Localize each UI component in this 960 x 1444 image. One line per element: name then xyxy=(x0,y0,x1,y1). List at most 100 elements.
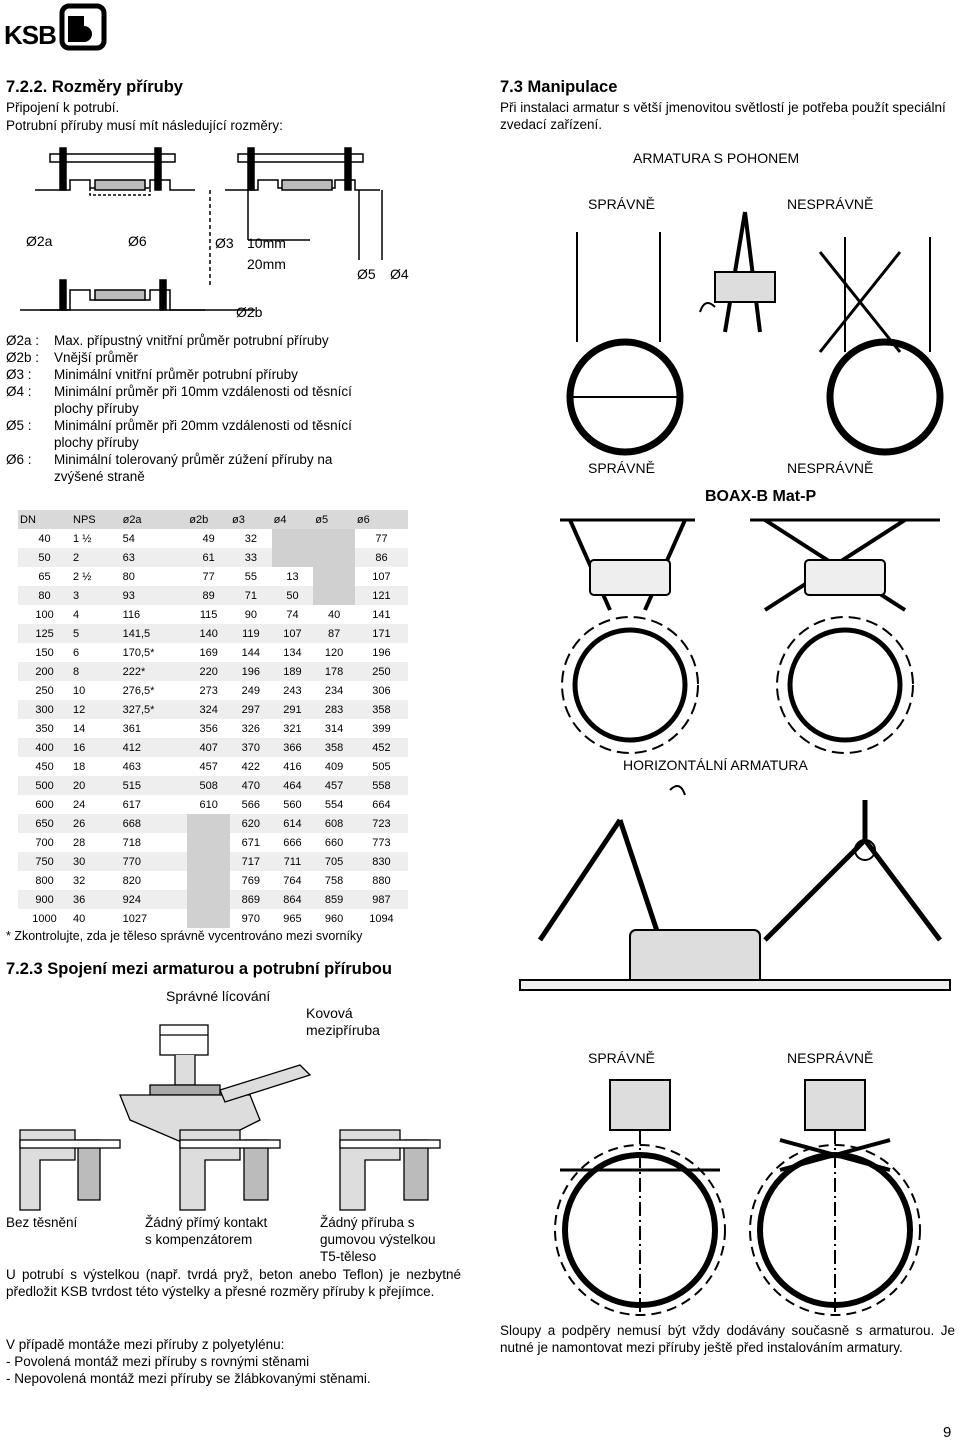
table-cell: 54 xyxy=(122,532,135,545)
table-footnote: * Zkontrolujte, zda je těleso správně vy… xyxy=(6,929,363,943)
label-d2b: Ø2b xyxy=(236,304,263,320)
table-cell: 773 xyxy=(372,836,391,849)
table-cell: 650 xyxy=(35,817,54,830)
table-cell: 717 xyxy=(241,855,261,868)
table-cell: 169 xyxy=(199,646,218,659)
table-cell: 566 xyxy=(241,798,261,811)
table-cell: 141 xyxy=(372,608,391,621)
table-cell: 300 xyxy=(35,703,54,716)
table-cell: 900 xyxy=(35,893,54,906)
label-20mm: 20mm xyxy=(247,256,286,272)
product-label: BOAX-B Mat-P xyxy=(705,488,817,505)
table-cell: 711 xyxy=(283,855,302,868)
page-number: 9 xyxy=(943,1424,952,1441)
definition-item: Ø3 :Minimální vnitřní průměr potrubní př… xyxy=(6,367,298,382)
table-cell: 671 xyxy=(241,836,261,849)
table-cell: 457 xyxy=(324,779,344,792)
table-cell: 366 xyxy=(283,741,302,754)
table-cell: 416 xyxy=(283,760,302,773)
handling-intro: Při instalaci armatur s větší jmenovitou… xyxy=(500,100,946,132)
table-cell: 965 xyxy=(283,912,302,925)
table-cell xyxy=(313,529,355,548)
table-cell: 700 xyxy=(35,836,54,849)
table-cell: 830 xyxy=(372,855,391,868)
table-cell: 107 xyxy=(372,570,391,583)
table-cell: 77 xyxy=(375,532,388,545)
table-cell: 705 xyxy=(324,855,344,868)
label-d3: Ø3 xyxy=(215,235,234,251)
table-cell: 326 xyxy=(241,722,261,735)
table-cell: 250 xyxy=(35,684,54,697)
table-cell: 116 xyxy=(122,608,141,621)
table-cell: 1094 xyxy=(369,912,394,925)
table-cell: 750 xyxy=(35,855,54,868)
table-cell: 12 xyxy=(73,703,86,716)
table-cell: 370 xyxy=(241,741,261,754)
ksb-logo: KSB xyxy=(4,2,108,52)
table-cell: 321 xyxy=(283,722,302,735)
lifting-diagram-boax xyxy=(560,518,940,754)
table-cell: 196 xyxy=(241,665,261,678)
table-cell xyxy=(187,871,231,890)
table-cell: 249 xyxy=(241,684,261,697)
caption-no-contact-2: s kompenzátorem xyxy=(145,1232,253,1247)
label-incorrect-3: NESPRÁVNĚ xyxy=(787,1050,874,1066)
table-cell: 764 xyxy=(283,874,302,887)
table-cell: 970 xyxy=(241,912,261,925)
table-cell: 144 xyxy=(241,646,261,659)
table-cell: 16 xyxy=(73,741,86,754)
table-cell: 49 xyxy=(202,532,215,545)
table-cell: 409 xyxy=(324,760,344,773)
paragraph-pe-line2: - Nepovolená montáž mezi příruby se žláb… xyxy=(6,1371,371,1386)
table-cell: 464 xyxy=(283,779,302,792)
table-cell: 273 xyxy=(199,684,218,697)
table-cell: 718 xyxy=(122,836,141,849)
table-cell: 608 xyxy=(324,817,344,830)
table-cell: 664 xyxy=(372,798,391,811)
intro-line-2: Potrubní příruby musí mít následující ro… xyxy=(6,118,283,133)
table-cell: 107 xyxy=(283,627,302,640)
table-cell: 3 xyxy=(73,589,80,602)
table-cell: 358 xyxy=(324,741,344,754)
table-cell: 222* xyxy=(122,665,146,678)
table-cell: 250 xyxy=(372,665,391,678)
table-cell: 660 xyxy=(324,836,344,849)
table-cell: 125 xyxy=(35,627,54,640)
table-cell: 32 xyxy=(244,532,257,545)
table-cell: 558 xyxy=(372,779,391,792)
table-cell: 758 xyxy=(324,874,344,887)
table-cell: 40 xyxy=(73,912,86,925)
table-cell: 505 xyxy=(372,760,391,773)
lifting-diagram-bottom xyxy=(554,1079,921,1316)
intro-line-1: Připojení k potrubí. xyxy=(6,100,120,115)
fig-label-correct-fit: Správné lícování xyxy=(166,988,271,1004)
table-cell: 115 xyxy=(199,608,218,621)
table-cell: 327,5* xyxy=(122,703,155,716)
table-cell: 8 xyxy=(73,665,80,678)
ksb-logo-mark xyxy=(59,3,107,51)
table-cell: 407 xyxy=(199,741,218,754)
table-cell xyxy=(187,814,231,833)
table-cell: 63 xyxy=(122,551,135,564)
table-cell: 196 xyxy=(372,646,391,659)
table-cell: 150 xyxy=(35,646,54,659)
table-cell: 422 xyxy=(241,760,261,773)
table-cell: 358 xyxy=(372,703,391,716)
table-cell: 120 xyxy=(324,646,344,659)
definition-item: Ø2a :Max. přípustný vnitřní průměr potru… xyxy=(6,333,329,348)
table-cell: 140 xyxy=(199,627,218,640)
table-cell: 324 xyxy=(199,703,218,716)
definition-item: Ø6 :Minimální tolerovaný průměr zúžení p… xyxy=(6,452,333,484)
table-cell: 452 xyxy=(372,741,391,754)
table-cell: 20 xyxy=(73,779,86,792)
table-cell: 13 xyxy=(286,570,299,583)
table-cell: 276,5* xyxy=(122,684,155,697)
table-cell: 74 xyxy=(286,608,299,621)
label-correct-2: SPRÁVNĚ xyxy=(588,460,655,476)
